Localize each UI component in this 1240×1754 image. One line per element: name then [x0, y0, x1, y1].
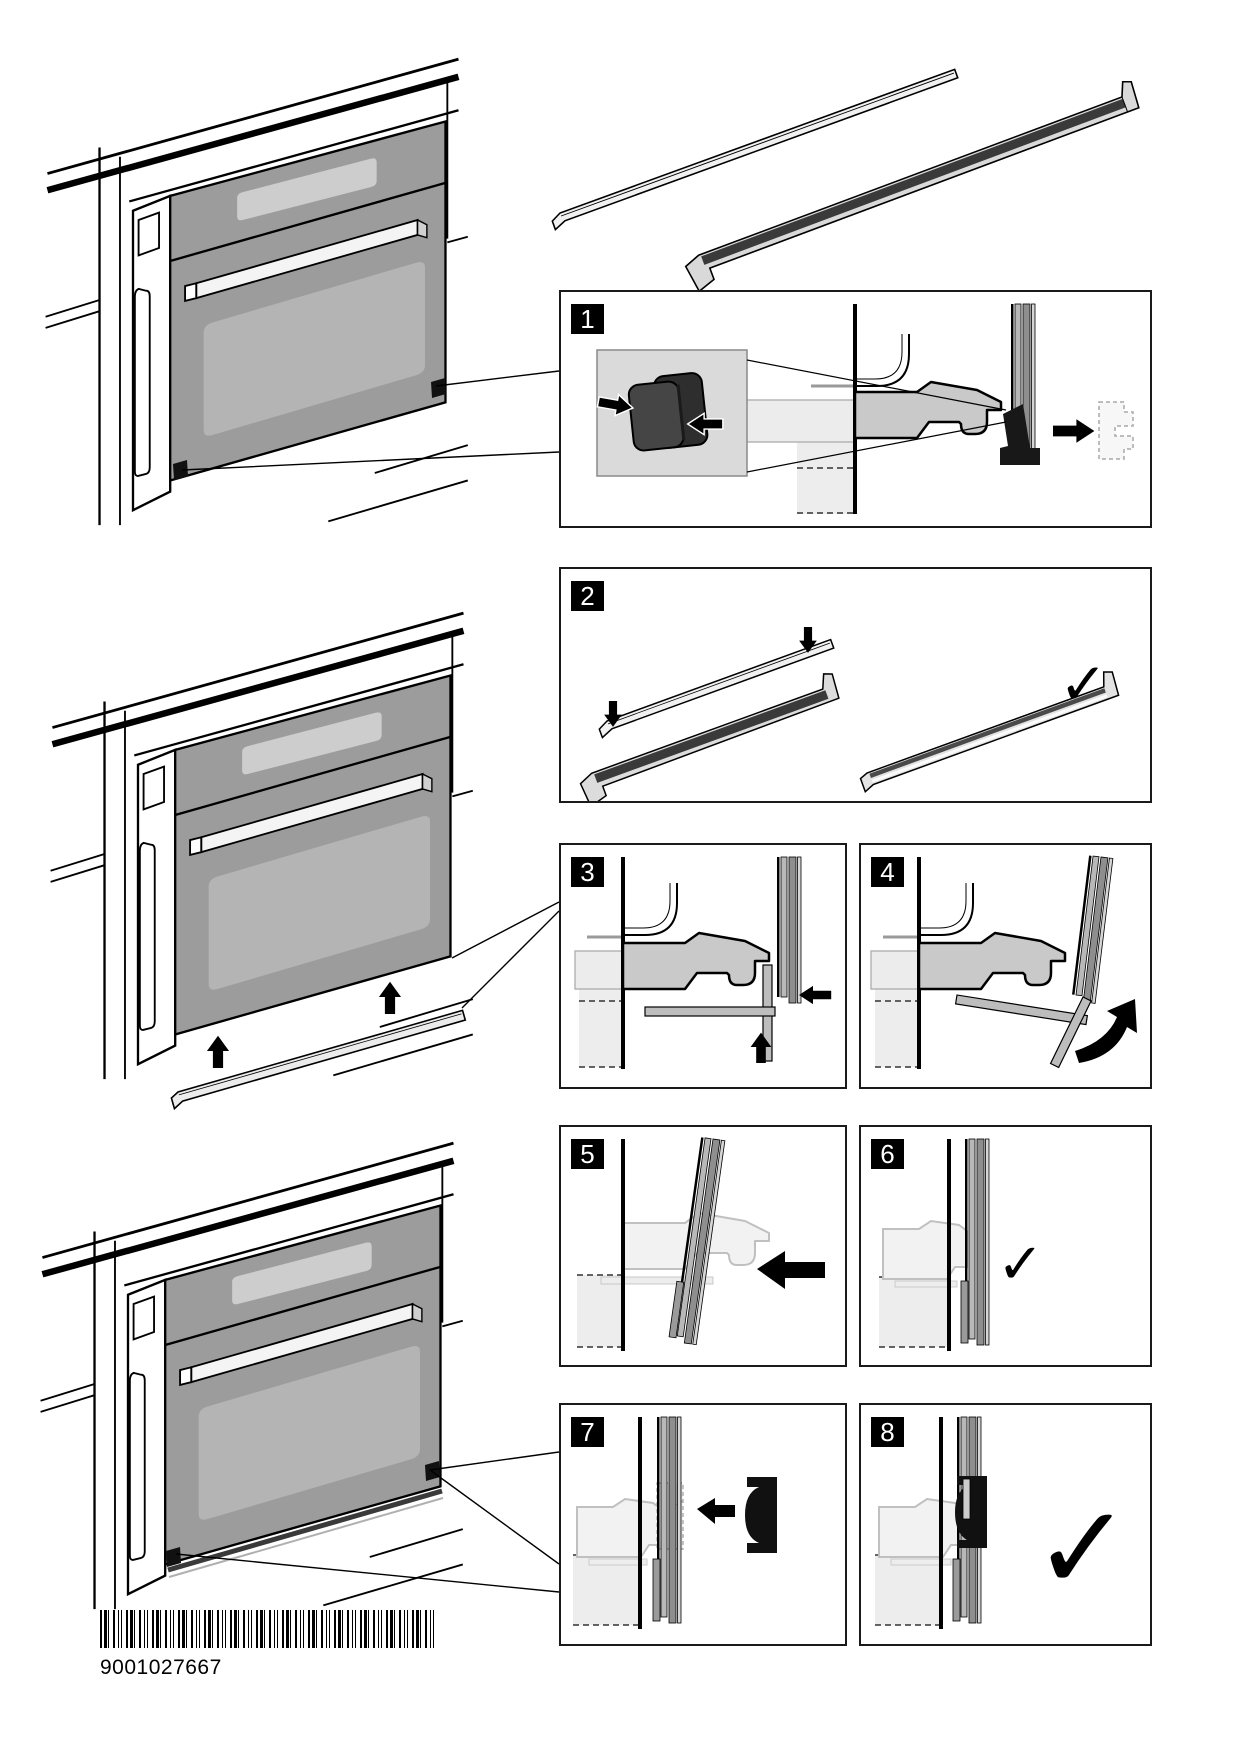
trim-strip-light — [598, 638, 835, 739]
step-panel-6: 6 ✓ — [859, 1125, 1152, 1367]
oven-floor-in-cabinet — [870, 950, 920, 990]
strip-faded — [600, 1276, 714, 1285]
leader-lines-to-step-1 — [181, 370, 560, 471]
step-panel-1: 1 — [559, 290, 1152, 528]
seal-into-trim — [579, 627, 840, 801]
mounted-trim-strip-edge — [168, 1497, 444, 1578]
oven-door-tilted — [668, 1136, 726, 1346]
step-4-diagram — [870, 855, 1137, 1069]
oven-floor-profile-faded — [576, 1497, 662, 1558]
checkmark-icon: ✓ — [1033, 1479, 1132, 1617]
step-2-diagram — [579, 627, 1120, 801]
leader-lines-to-step-3 — [451, 901, 560, 1009]
callout-line — [746, 359, 1007, 411]
step-panel-5: 5 — [559, 1125, 847, 1367]
left-arrow-icon — [757, 1251, 825, 1289]
buffer-position-mark — [431, 378, 446, 398]
oven-floor-profile-faded — [878, 1497, 964, 1558]
strip-lip-rotated — [1049, 996, 1092, 1069]
cabinet-front-line — [638, 1417, 642, 1629]
step-panel-3: 3 — [559, 843, 847, 1089]
cavity-corner-arc — [624, 882, 678, 936]
strip-bar-rotated — [954, 994, 1089, 1026]
strip-faded — [894, 1280, 958, 1288]
cabinet-front-line — [939, 1417, 943, 1629]
step-1-diagram — [595, 303, 1134, 514]
strip-lip-in-buffer — [962, 1478, 971, 1520]
barcode-number: 9001027667 — [100, 1656, 222, 1679]
trim-strip-light — [551, 68, 959, 231]
checkmark-icon: ✓ — [997, 1232, 1044, 1297]
step-8-diagram — [875, 1416, 987, 1629]
rotate-up-arrow-icon — [1075, 999, 1137, 1063]
mounted-trim-strip — [167, 1488, 443, 1573]
step-panel-4: 4 — [859, 843, 1152, 1089]
strip-bar — [644, 1006, 776, 1017]
buffer-installed — [1000, 404, 1040, 465]
oven-floor-in-cabinet — [574, 950, 624, 990]
checkmark-icon: ✓ — [1059, 650, 1108, 718]
oven-illustration-bottom — [41, 1143, 463, 1609]
step-panel-2: 2 ✓ — [559, 567, 1152, 803]
oven-door-edge — [776, 856, 802, 1004]
step-6-badge: 6 — [871, 1139, 904, 1169]
step-panel-8: 8 ✓ — [859, 1403, 1152, 1646]
strip-tail — [952, 1558, 961, 1622]
buffer-inset — [595, 349, 748, 477]
step-5-badge: 5 — [571, 1139, 604, 1169]
strip-tail — [668, 1280, 685, 1339]
oven-illustration-top — [46, 59, 468, 525]
step-7-diagram — [573, 1416, 777, 1629]
step-3-diagram — [574, 856, 832, 1069]
insert-arrow-icon — [1053, 419, 1095, 443]
step-3-badge: 3 — [571, 857, 604, 887]
up-arrow-icon — [206, 1035, 230, 1068]
buffer-installed-mark — [166, 1547, 181, 1567]
strip-tail — [960, 1280, 969, 1344]
cabinet-front-line — [621, 1139, 625, 1351]
left-arrow-icon — [697, 1498, 735, 1524]
step-1-badge: 1 — [571, 304, 604, 334]
oven-floor-profile — [621, 931, 771, 991]
step-panel-7: 7 — [559, 1403, 847, 1646]
cabinet-front-line — [947, 1139, 951, 1351]
cross-section — [720, 303, 1040, 514]
strip-faded — [588, 1558, 648, 1566]
strip-faded — [890, 1558, 952, 1566]
oven-floor-profile-faded — [882, 1219, 968, 1280]
trim-strip-under-oven — [170, 1009, 467, 1111]
cavity-corner-arc — [920, 882, 974, 936]
step-7-badge: 7 — [571, 1417, 604, 1447]
left-arrow-icon — [799, 985, 832, 1005]
buffer-outline-icon — [1098, 401, 1134, 460]
buffer-part-icon — [745, 1477, 777, 1553]
strip-tail — [652, 1558, 661, 1622]
buffer-installed-mark — [425, 1461, 440, 1481]
oven-door-edge — [964, 1138, 990, 1346]
up-arrow-icon — [378, 981, 402, 1014]
buffer-part-icon — [627, 372, 709, 452]
leader-lines-to-step-7 — [175, 1451, 560, 1593]
step-6-diagram — [879, 1138, 990, 1351]
callout-line — [746, 421, 1007, 473]
oven-door-tilted — [1070, 855, 1114, 1004]
cavity-corner-arc — [856, 333, 910, 387]
step-2-badge: 2 — [571, 581, 604, 611]
step-8-badge: 8 — [871, 1417, 904, 1447]
oven-floor-profile — [917, 931, 1067, 991]
step-5-diagram — [577, 1136, 825, 1351]
oven-illustration-middle — [51, 613, 473, 1079]
assembled-strip — [859, 671, 1120, 794]
step-4-badge: 4 — [871, 857, 904, 887]
buffer-position-mark — [173, 460, 188, 480]
oven-floor-profile — [853, 380, 1003, 440]
seal-strip-dark — [684, 80, 1140, 293]
barcode — [100, 1610, 438, 1648]
seal-strip-dark — [579, 673, 840, 801]
